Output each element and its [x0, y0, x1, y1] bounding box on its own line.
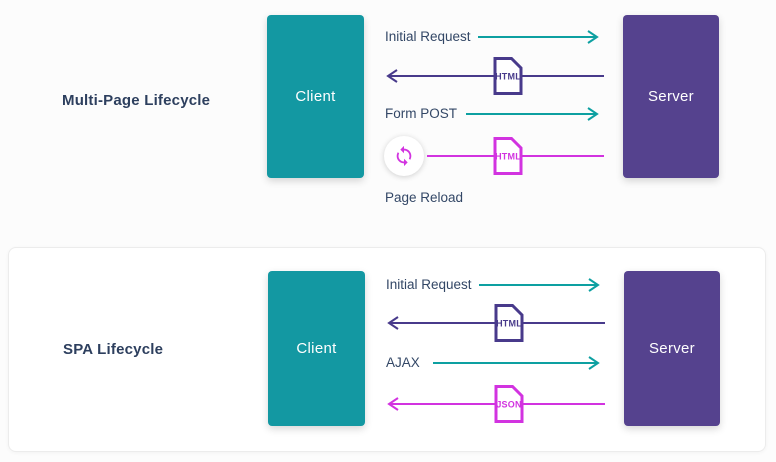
- section-title-multi-page: Multi-Page Lifecycle: [62, 92, 211, 109]
- row-label-initial-request: Initial Request: [385, 29, 471, 44]
- html-file-icon: HTML: [493, 57, 523, 95]
- html-doc-label: HTML: [495, 152, 521, 162]
- sync-reload-icon: [396, 145, 412, 167]
- html-file-icon: HTML: [494, 304, 524, 342]
- arrow-right-icon: [478, 30, 599, 44]
- arrow-right-icon: [433, 356, 600, 370]
- json-doc-label: JSON: [496, 400, 521, 410]
- html-file-icon: HTML: [493, 137, 523, 175]
- row-label-initial-request: Initial Request: [386, 277, 472, 292]
- row-caption-page-reload: Page Reload: [385, 190, 464, 205]
- section-title-spa: SPA Lifecycle: [63, 341, 164, 358]
- arrow-right-icon: [479, 278, 600, 292]
- spa-lifecycle-section: SPA Lifecycle Client Server Initial Requ…: [8, 247, 766, 452]
- client-box: Client: [267, 15, 364, 178]
- json-file-icon: JSON: [494, 385, 524, 423]
- html-doc-label: HTML: [496, 319, 522, 329]
- row-label-ajax: AJAX: [386, 355, 420, 370]
- row-label-form-post: Form POST: [385, 106, 458, 121]
- server-box-label: Server: [648, 88, 694, 105]
- client-box-label: Client: [295, 88, 336, 105]
- page-reload-badge: [384, 136, 424, 176]
- client-box: Client: [268, 271, 365, 426]
- multi-page-lifecycle-section: Multi-Page Lifecycle Client Server Initi…: [62, 15, 719, 205]
- server-box: Server: [624, 271, 720, 426]
- client-box-label: Client: [296, 340, 337, 357]
- html-doc-label: HTML: [495, 72, 521, 82]
- arrow-right-icon: [466, 107, 599, 121]
- server-box: Server: [623, 15, 719, 178]
- server-box-label: Server: [649, 340, 695, 357]
